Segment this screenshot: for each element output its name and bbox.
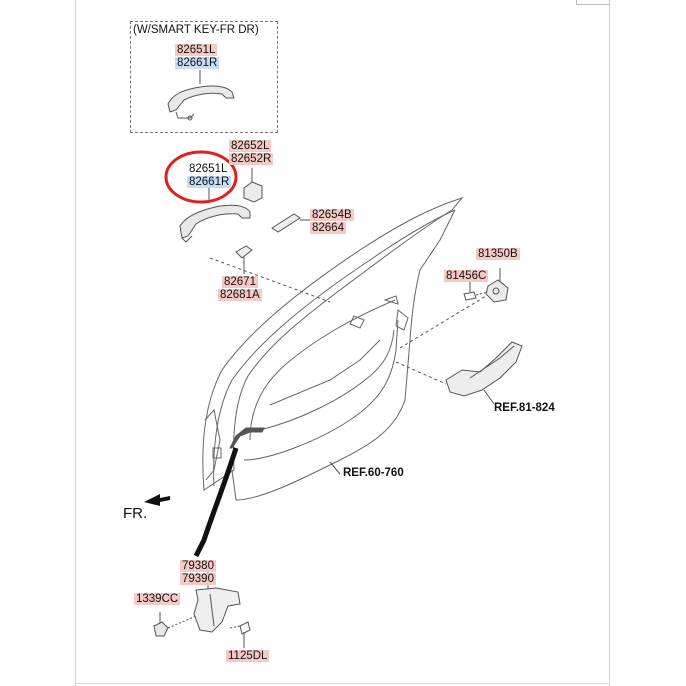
latch-ref-label: REF.81-824 (494, 402, 555, 414)
bolt2-label: 1125DL (226, 650, 270, 662)
inset-title: (W/SMART KEY-FR DR) (133, 24, 259, 36)
door-checker-drawing (153, 427, 265, 648)
forward-direction-label: FR. (123, 505, 148, 522)
forward-direction-arrow (144, 494, 170, 506)
nut-label: 1339CC (134, 593, 181, 605)
highlight-circle (164, 150, 238, 204)
cover-l-label: 82652L (229, 140, 272, 152)
frame-right-line (609, 0, 610, 686)
bolt-label: 81456C (444, 270, 489, 282)
frame-left-line (75, 0, 76, 686)
smart-key-inset-box (130, 21, 278, 133)
pad-1-label: 82654B (310, 209, 354, 221)
inset-part-r-label: 82661R (175, 57, 220, 69)
door-ref-label: REF.60-760 (343, 467, 404, 479)
latch-module-drawing (395, 341, 523, 405)
striker-label: 81350B (476, 248, 520, 260)
handle-r-label: 82661R (187, 176, 232, 188)
bracket-1-label: 82671 (222, 276, 258, 288)
corner-close-button[interactable]: × (576, 0, 610, 5)
frame-bottom-line (75, 683, 610, 684)
handle-cover-drawing (243, 168, 263, 203)
bracket-2-label: 82681A (218, 289, 262, 301)
bracket-drawing (209, 245, 331, 303)
pad-2-label: 82664 (310, 222, 346, 234)
inset-part-l-label: 82651L (175, 44, 218, 56)
pad-drawing (271, 213, 310, 233)
outside-handle-drawing (179, 188, 251, 243)
handle-l-label: 82651L (189, 163, 228, 175)
checker-2-label: 79390 (180, 573, 216, 585)
checker-1-label: 79380 (180, 560, 216, 572)
inset-handle-drawing (167, 70, 235, 121)
cover-r-label: 82652R (229, 153, 274, 165)
door-shell-drawing (202, 197, 464, 501)
striker-drawing (399, 268, 509, 349)
